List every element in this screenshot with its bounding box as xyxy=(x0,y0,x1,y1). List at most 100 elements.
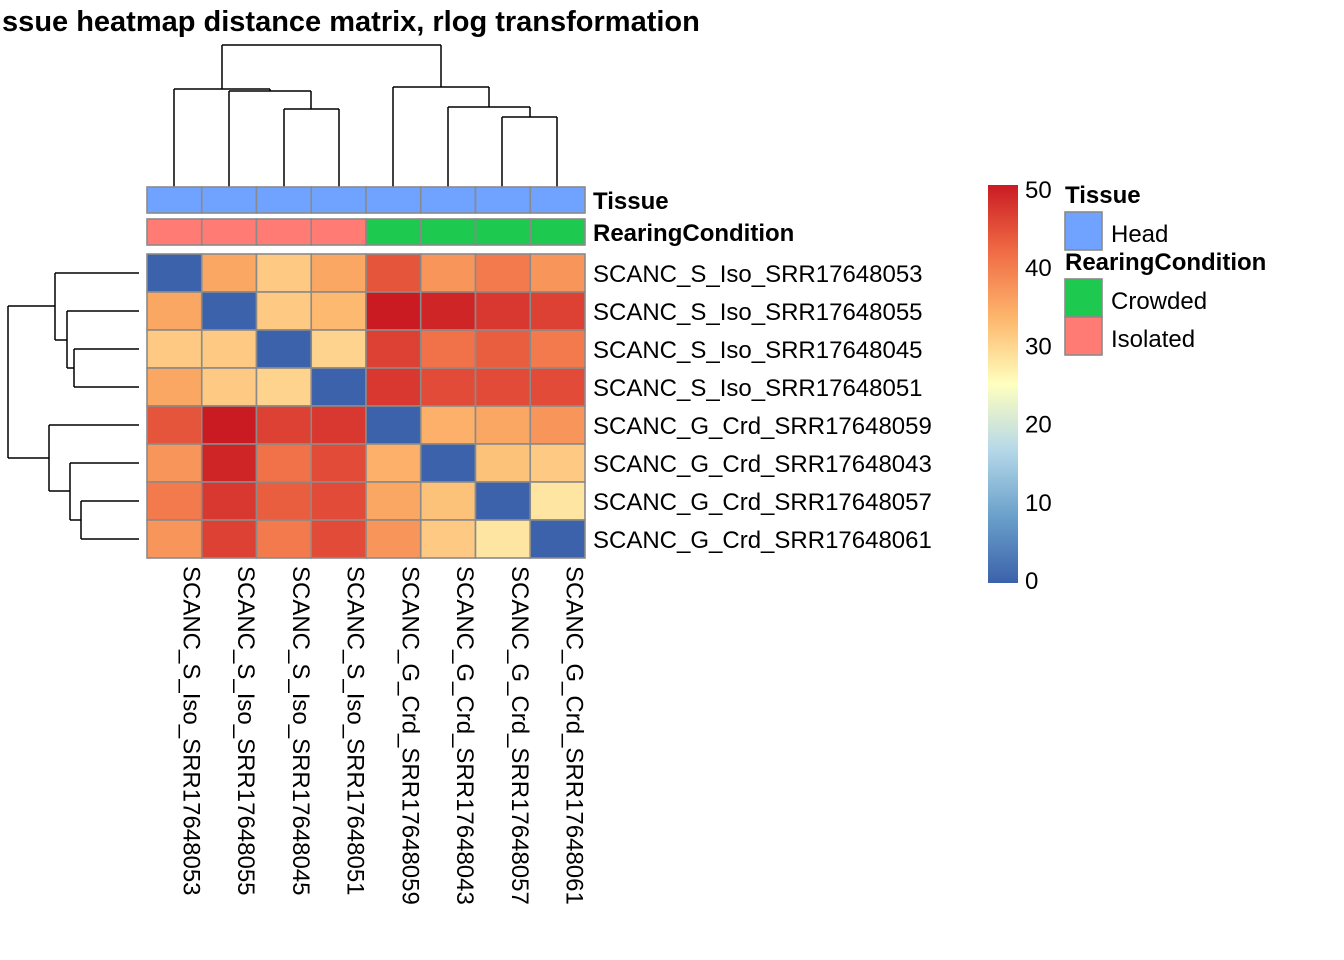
heatmap-cell xyxy=(474,405,532,445)
heatmap-cell xyxy=(255,405,313,445)
legend-swatch xyxy=(1064,316,1103,356)
column-label: SCANC_S_Iso_SRR17648045 xyxy=(287,566,314,896)
heatmap-cell xyxy=(529,329,586,369)
heatmap-cell xyxy=(365,291,422,331)
annotation-track-label: Tissue xyxy=(593,188,669,215)
heatmap-cell xyxy=(474,253,532,293)
annotation-cell xyxy=(474,218,532,246)
heatmap-cells xyxy=(146,253,586,559)
annotation-cell xyxy=(146,186,203,214)
heatmap-cell xyxy=(529,481,586,521)
column-label: SCANC_S_Iso_SRR17648055 xyxy=(232,566,259,896)
row-label: SCANC_G_Crd_SRR17648059 xyxy=(593,413,932,440)
annotation-legends: TissueHeadRearingConditionCrowdedIsolate… xyxy=(1064,182,1266,356)
colorbar-tick-label: 50 xyxy=(1025,177,1052,204)
heatmap-cell xyxy=(419,519,477,559)
heatmap-cell xyxy=(529,519,586,559)
heatmap-cell xyxy=(419,443,477,483)
heatmap-cell xyxy=(255,291,313,331)
chart-title: issue heatmap distance matrix, rlog tran… xyxy=(0,6,700,38)
annotation-cell xyxy=(310,186,367,214)
heatmap-cell xyxy=(310,405,367,445)
heatmap-cell xyxy=(146,367,203,407)
annotation-cell xyxy=(419,186,477,214)
annotation-track-label: RearingCondition xyxy=(593,220,794,247)
legend-title: Tissue xyxy=(1065,182,1141,209)
column-label: SCANC_G_Crd_SRR17648061 xyxy=(561,566,588,905)
heatmap-cell xyxy=(146,405,203,445)
annotation-cell xyxy=(365,218,422,246)
row-labels: SCANC_S_Iso_SRR17648053SCANC_S_Iso_SRR17… xyxy=(593,261,932,554)
heatmap-cell xyxy=(146,291,203,331)
heatmap-cell xyxy=(255,519,313,559)
heatmap-cell xyxy=(146,519,203,559)
column-dendrogram xyxy=(173,44,558,187)
heatmap-cell xyxy=(200,405,258,445)
heatmap-cell xyxy=(365,519,422,559)
heatmap-cell xyxy=(310,291,367,331)
column-label: SCANC_S_Iso_SRR17648051 xyxy=(342,566,369,896)
heatmap-cell xyxy=(200,443,258,483)
heatmap-cell xyxy=(200,291,258,331)
heatmap-cell xyxy=(255,367,313,407)
annotation-cell xyxy=(365,186,422,214)
heatmap-cell xyxy=(474,367,532,407)
heatmap-cell xyxy=(255,481,313,521)
heatmap-cell xyxy=(474,291,532,331)
heatmap-cell xyxy=(200,367,258,407)
heatmap-cell xyxy=(365,367,422,407)
heatmap-cell xyxy=(200,481,258,521)
heatmap-cell xyxy=(419,291,477,331)
row-label: SCANC_S_Iso_SRR17648055 xyxy=(593,299,923,326)
heatmap-cell xyxy=(529,291,586,331)
row-label: SCANC_G_Crd_SRR17648057 xyxy=(593,489,932,516)
annotation-cell xyxy=(419,218,477,246)
heatmap-cell xyxy=(255,253,313,293)
row-dendrogram xyxy=(7,272,139,540)
colorbar-tick-label: 30 xyxy=(1025,333,1052,360)
heatmap-cell xyxy=(419,405,477,445)
heatmap-cell xyxy=(529,405,586,445)
heatmap-cell xyxy=(365,443,422,483)
heatmap-cell xyxy=(365,329,422,369)
annotation-cell xyxy=(529,186,586,214)
heatmap-cell xyxy=(146,329,203,369)
column-label: SCANC_G_Crd_SRR17648057 xyxy=(506,566,533,905)
colorbar-tick-label: 10 xyxy=(1025,490,1052,517)
row-label: SCANC_S_Iso_SRR17648045 xyxy=(593,337,923,364)
heatmap-cell xyxy=(146,253,203,293)
annotation-cell xyxy=(146,218,203,246)
colorbar-gradient xyxy=(988,185,1018,583)
heatmap-cell xyxy=(310,253,367,293)
legend-label: Crowded xyxy=(1111,288,1207,315)
legend-swatch xyxy=(1064,278,1103,318)
heatmap-cell xyxy=(529,443,586,483)
annotation-cell xyxy=(200,218,258,246)
heatmap-cell xyxy=(474,329,532,369)
row-label: SCANC_S_Iso_SRR17648051 xyxy=(593,375,923,402)
heatmap-cell xyxy=(365,253,422,293)
heatmap-cell xyxy=(310,443,367,483)
colorbar-tick-label: 0 xyxy=(1025,568,1038,595)
legend-label: Isolated xyxy=(1111,326,1195,353)
heatmap-cell xyxy=(310,481,367,521)
heatmap-cell xyxy=(146,443,203,483)
heatmap-cell xyxy=(200,253,258,293)
row-label: SCANC_S_Iso_SRR17648053 xyxy=(593,261,923,288)
heatmap-cell xyxy=(529,253,586,293)
heatmap-cell xyxy=(200,519,258,559)
heatmap-cell xyxy=(419,329,477,369)
heatmap-cell xyxy=(419,367,477,407)
heatmap-cell xyxy=(365,481,422,521)
heatmap-cell xyxy=(474,481,532,521)
heatmap-cell xyxy=(474,443,532,483)
annotation-cell xyxy=(255,186,313,214)
heatmap-cell xyxy=(310,367,367,407)
heatmap-cell xyxy=(310,519,367,559)
column-label: SCANC_G_Crd_SRR17648059 xyxy=(396,566,423,905)
legend-title: RearingCondition xyxy=(1065,249,1266,276)
